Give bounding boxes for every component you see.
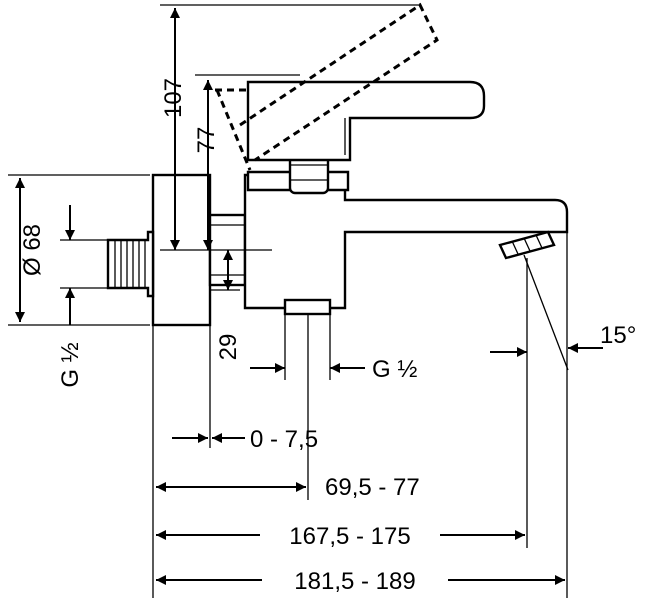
dim-label-thread-left: G ½ [57,342,84,387]
dim-label-0-7-5: 0 - 7,5 [250,426,318,453]
dim-label-69-77: 69,5 - 77 [325,474,420,501]
dim-label-diameter-68: Ø 68 [19,224,46,276]
bottom-outlet [283,298,332,316]
dim-label-181-189: 181,5 - 189 [294,568,415,595]
dim-label-angle-15: 15° [600,322,636,349]
dim-label-thread-bottom: G ½ [372,356,417,383]
lever-handle [246,80,486,162]
mixer-outline [106,2,569,327]
dim-label-77: 77 [193,127,220,154]
dim-label-167-175: 167,5 - 175 [289,523,410,550]
dimension-labels: 107 77 Ø 68 G ½ 29 G ½ 15° 0 - 7,5 69,5 … [19,78,636,595]
thread-lines [114,240,146,288]
lever-handle-open [239,2,439,162]
dim-label-29: 29 [215,334,242,361]
mixer-body [243,173,569,310]
dim-label-107: 107 [160,78,187,118]
dimension-lines [8,4,603,598]
